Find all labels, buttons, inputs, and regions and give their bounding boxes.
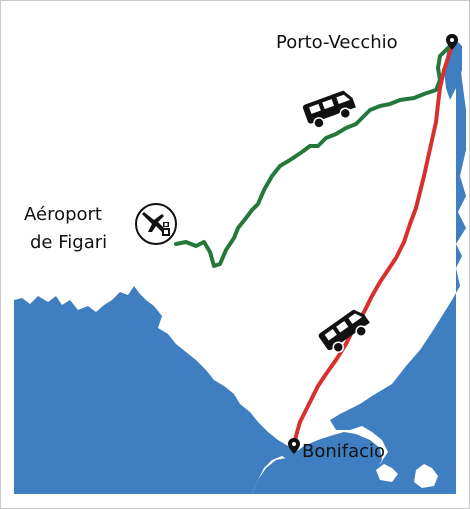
sea-south-strait bbox=[252, 432, 382, 494]
map-pin-icon-porto-vecchio bbox=[446, 34, 458, 50]
bay-bonifacio bbox=[286, 448, 304, 462]
minibus-icon-red-route bbox=[318, 309, 370, 353]
sea-west-south bbox=[14, 286, 300, 494]
route-red bbox=[292, 44, 454, 446]
label-bonifacio: Bonifacio bbox=[302, 441, 385, 462]
islet-land-2 bbox=[376, 464, 398, 482]
map-pin-icon-bonifacio bbox=[288, 438, 300, 454]
airplane-control-tower-icon bbox=[135, 203, 177, 245]
label-airport-line1: Aéroport bbox=[24, 204, 102, 225]
sea-east bbox=[330, 40, 466, 494]
islet-land bbox=[414, 464, 438, 488]
label-porto-vecchio: Porto-Vecchio bbox=[276, 32, 398, 53]
route-green bbox=[174, 42, 454, 268]
label-airport-line2: de Figari bbox=[30, 232, 107, 253]
minibus-icon bbox=[302, 90, 356, 129]
